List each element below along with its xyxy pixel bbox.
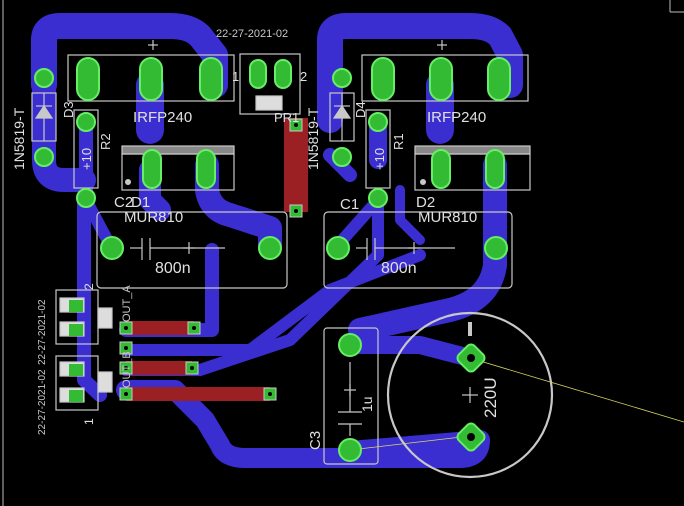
pad	[139, 57, 163, 101]
d2-part-label: MUR810	[418, 209, 477, 226]
d3-ref-label: D3	[61, 101, 76, 118]
pad	[332, 68, 352, 88]
pad	[484, 236, 508, 260]
r2-ref-label: R2	[98, 133, 113, 150]
pad	[69, 324, 83, 336]
trace-c1-link	[332, 194, 384, 251]
date-label-left-b: 22-27-2021-02	[37, 369, 48, 435]
c3-ref-label: C3	[307, 431, 324, 450]
pad	[332, 147, 352, 167]
pad	[338, 333, 362, 357]
trace-bottom-loop	[116, 380, 490, 468]
q-left-lower	[121, 153, 235, 191]
q-right-part-label: IRFP240	[427, 109, 486, 126]
trace-right-column	[348, 153, 507, 342]
pad	[100, 236, 124, 260]
pad	[76, 112, 96, 132]
via-holes	[124, 123, 298, 396]
pad	[76, 188, 96, 208]
trace-center-column	[195, 153, 282, 258]
q-left-tab	[121, 145, 235, 155]
q-right-lower	[414, 153, 531, 191]
conn-a-pin2-label: 2	[82, 283, 96, 290]
pin1-marker	[125, 179, 131, 185]
header-pin1-label: 1	[232, 69, 239, 84]
pad	[368, 188, 388, 208]
pad	[368, 112, 388, 132]
pad	[338, 438, 362, 462]
d1-part-label: MUR810	[124, 209, 183, 226]
cap-big-val-label: 220U	[481, 377, 500, 418]
header-pin2-label: 2	[300, 69, 307, 84]
pad	[249, 59, 267, 89]
pin1-marker	[420, 179, 426, 185]
d1-ref-label: D1	[131, 194, 150, 211]
pad	[274, 59, 292, 89]
pad	[429, 57, 453, 101]
cap-big-outline	[386, 311, 554, 479]
trace-right-loop	[317, 13, 523, 133]
header-body	[239, 53, 301, 115]
c1-body	[323, 211, 513, 289]
r1-val-label: +10	[372, 148, 387, 170]
conn-b-pin1-label: 1	[82, 418, 96, 425]
c2-val-label: 800n	[155, 260, 191, 277]
conn-a-ref-label: OUT_A	[121, 285, 133, 322]
pad	[34, 147, 54, 167]
top-copper-layer	[126, 118, 308, 401]
trace-bus-left	[77, 193, 107, 402]
trace-c3-bot	[341, 431, 479, 459]
trace-right-inner	[395, 185, 425, 245]
pads-layer	[34, 57, 511, 462]
pad	[76, 57, 100, 101]
c1-val-label: 800n	[381, 260, 417, 277]
c3-val-label: 1u	[359, 396, 375, 412]
d2-ref-label: D2	[416, 194, 435, 211]
pad	[371, 57, 395, 101]
conn-b-ref-label: OUT_B	[121, 351, 133, 388]
d4-ref-label: D4	[353, 101, 368, 118]
trace-c3-top	[341, 336, 479, 367]
d4-part-label: 1N5819-T	[305, 107, 321, 170]
trace-r2-c2	[80, 194, 116, 251]
pad	[485, 149, 505, 189]
trace-diag-1	[120, 249, 426, 356]
pad	[487, 57, 511, 101]
pad	[258, 236, 282, 260]
pad	[431, 149, 451, 189]
c2-body	[96, 211, 288, 289]
pad	[326, 236, 350, 260]
q-right-body	[361, 54, 529, 102]
trace-left-loop	[31, 13, 228, 98]
c1-ref-label: C1	[340, 196, 359, 213]
d3-part-label: 1N5819-T	[11, 107, 27, 170]
pad	[199, 57, 223, 101]
ratsnest-layer	[349, 357, 684, 451]
pad	[69, 390, 83, 402]
date-label-top: 22-27-2021-02	[216, 28, 288, 40]
q-left-part-label: IRFP240	[133, 109, 192, 126]
pad	[142, 149, 162, 189]
pad	[196, 149, 216, 189]
labels-layer: 22-27-2021-02 1N5819-T D3 1N5819-T D4 +1…	[11, 28, 500, 450]
pad	[34, 68, 54, 88]
pad	[69, 364, 83, 376]
r1-ref-label: R1	[391, 133, 406, 150]
c3-body	[323, 327, 379, 465]
header-ref-label: PR1	[274, 110, 299, 125]
date-label-left-a: 22-27-2021-02	[37, 299, 48, 365]
r2-val-label: +10	[79, 148, 94, 170]
c2-ref-label: C2	[114, 194, 133, 211]
q-right-tab	[414, 145, 531, 155]
pad	[69, 300, 83, 312]
